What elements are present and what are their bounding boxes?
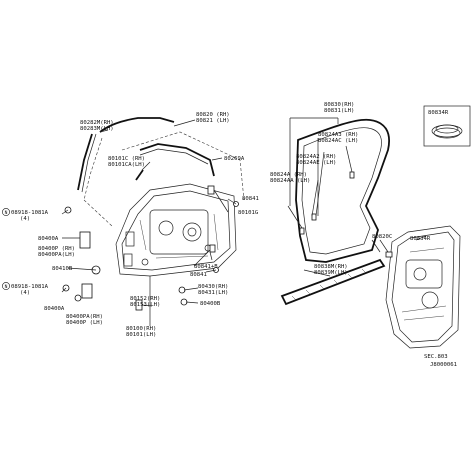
leader-lines-left [61,119,237,326]
label-80100: 80100(RH) [126,326,156,332]
label-80830: 80830(RH) [324,102,354,108]
label-08918-lower: 08918-1081A [11,284,49,290]
sealing-screen [385,225,461,349]
label-sec-803: SEC.803 [424,354,448,360]
label-80824a2: 80824A2 (RH) [296,154,336,160]
label-80838m: 80838M(RH) [314,264,348,270]
label-80841-lower: 80841 [190,272,207,278]
leader-lines-right [379,235,427,253]
label-08918-upper: 08918-1081A [11,210,49,216]
label-80841b: 80841+B [194,264,218,270]
door-hinges [62,185,239,311]
label-80400p-rh: 80400P (RH) [38,246,75,252]
label-80821: 80821 (LH) [196,118,230,124]
door-weatherstrip [295,118,390,263]
label-80400b: 80400B [200,301,221,307]
label-80282m: 80282M(RH) [80,120,114,126]
label-80824a: 80824A (RH) [270,172,307,178]
circled-n-marker-2: N [2,282,10,290]
label-qty-4-upper: (4) [20,216,30,222]
label-80410b: 80410B [52,266,73,272]
label-diagram-code: J8000061 [430,362,457,368]
circled-n-marker-1: N [2,208,10,216]
label-80841-upper: 80841 [242,196,259,202]
label-80101ca: 80101CA(LH) [108,162,145,168]
label-80824aa: 80824AA (LH) [270,178,310,184]
label-80400p-lh: 80400P (LH) [66,320,103,326]
label-80824ac: 80824AC (LH) [318,138,358,144]
label-80824a3: 80824A3 (RH) [318,132,358,138]
label-80834r-inset: 80834R [428,110,449,116]
label-80153: 80153(LH) [130,302,160,308]
label-80820: 80820 (RH) [196,112,230,118]
label-80834r: 80834R [410,236,431,242]
label-80824ae: 80824AE (LH) [296,160,336,166]
label-80839m: 80839M(LH) [314,270,348,276]
leader-lines-middle [287,117,381,277]
inset-box-clip [423,105,471,147]
sill-strip [280,258,386,306]
door-outline-dashed [83,131,245,227]
label-80101c: 80101C (RH) [108,156,145,162]
door-shell [115,183,237,277]
label-80400a-lower: 80400A [44,306,65,312]
label-80152: 80152(RH) [130,296,160,302]
label-80831: 80831(LH) [324,108,354,114]
label-80283m: 80283M(LH) [80,126,114,132]
label-80431: 80431(LH) [198,290,228,296]
label-80269a: 80269A [224,156,245,162]
label-80101g: 80101G [238,210,259,216]
glass-run-strip [135,169,144,181]
label-80820c: 80820C [372,234,392,240]
label-80101: 80101(LH) [126,332,156,338]
sash-moulding [77,117,175,193]
label-80400pa-lh: 80400PA(LH) [38,252,75,258]
label-80400a-upper: 80400A [38,236,59,242]
label-80400pa-rh: 80400PA(RH) [66,314,103,320]
outer-weatherstrip [139,143,215,177]
label-80430: 80430(RH) [198,284,228,290]
svg-text:N: N [5,210,8,216]
label-qty-4-lower: (4) [20,290,30,296]
svg-text:N: N [5,284,8,290]
